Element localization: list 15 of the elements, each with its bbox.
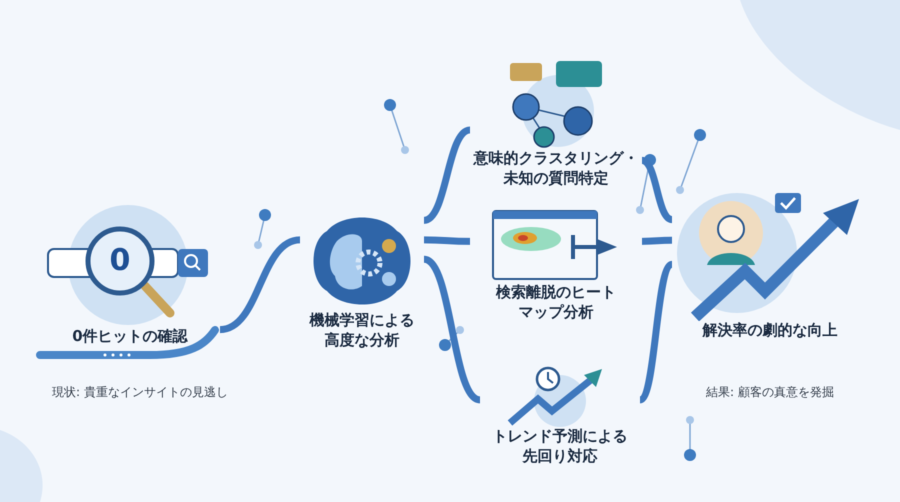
note-text: 結果: 顧客の真意を発掘 xyxy=(706,384,834,401)
node-title: トレンド予測による先回り対応 xyxy=(492,427,628,466)
flow-connector xyxy=(422,126,472,224)
node-title: 検索離脱のヒートマップ分析 xyxy=(494,283,617,322)
node-title: 機械学習による高度な分析 xyxy=(308,311,416,350)
flow-connector xyxy=(640,157,674,223)
node-title: 意味的クラスタリング・未知の質問特定 xyxy=(472,149,640,188)
zero-count: 0 xyxy=(110,246,130,276)
flow-connector xyxy=(638,261,674,403)
flow-connector xyxy=(642,236,672,245)
note-text: 現状: 貴重なインサイトの見逃し xyxy=(52,384,228,401)
flow-connector xyxy=(422,256,482,404)
node-title: 0件ヒットの確認 xyxy=(72,326,188,346)
node-title: 解決率の劇的な向上 xyxy=(702,320,838,340)
flow-connector xyxy=(424,236,470,245)
